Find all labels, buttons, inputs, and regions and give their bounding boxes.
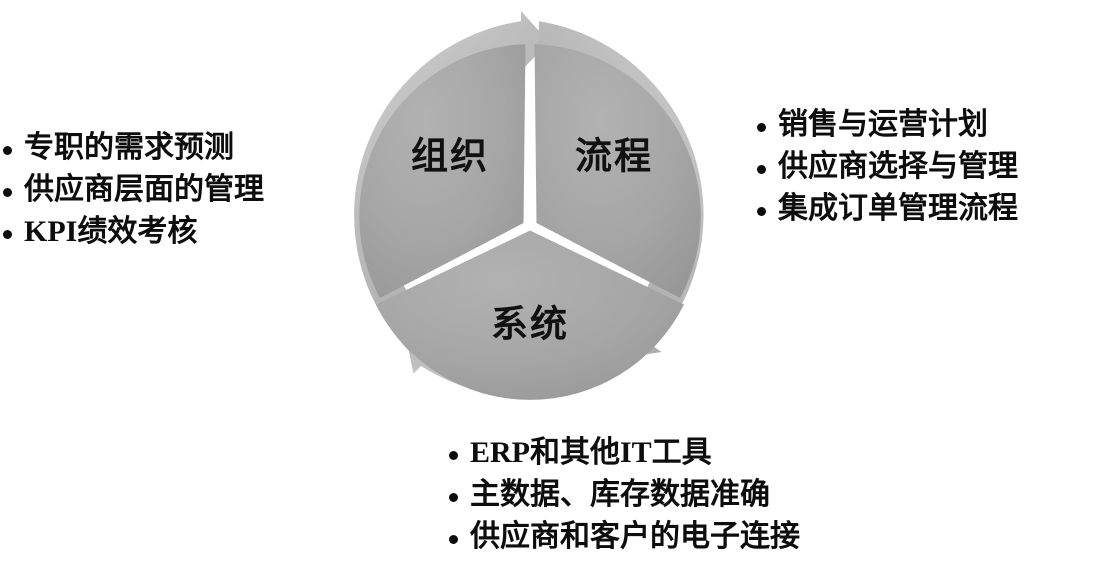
segment-system-shape [376, 230, 684, 400]
segment-process-shape [534, 44, 701, 299]
segment-process-label: 流程 [575, 135, 653, 177]
cycle-arrow-top [354, 11, 549, 358]
list-item: 供应商和客户的电子连接 [448, 516, 800, 558]
arrow-top-body [354, 11, 549, 358]
segment-system: 系统 [376, 230, 684, 400]
segment-organization: 组织 [359, 44, 526, 299]
bullet-list-system: ERP和其他IT工具 主数据、库存数据准确 供应商和客户的电子连接 [448, 432, 800, 558]
list-item: 主数据、库存数据准确 [448, 474, 800, 516]
segment-organization-shape [359, 44, 526, 299]
segment-system-label: 系统 [491, 303, 569, 345]
cycle-svg: 组织 流程 系统 [354, 11, 704, 400]
list-item: ERP和其他IT工具 [448, 432, 800, 474]
list-item: 销售与运营计划 [756, 104, 1018, 146]
bullet-list-organization: 专职的需求预测 供应商层面的管理 KPI绩效考核 [2, 127, 264, 253]
list-item: 供应商层面的管理 [2, 169, 264, 211]
list-item: 供应商选择与管理 [756, 146, 1018, 188]
list-item: 集成订单管理流程 [756, 188, 1018, 230]
three-part-cycle-diagram: 组织 流程 系统 [318, 8, 742, 428]
segment-process: 流程 [534, 44, 701, 299]
list-item: 专职的需求预测 [2, 127, 264, 169]
segment-organization-label: 组织 [411, 135, 489, 177]
bullet-list-process: 销售与运营计划 供应商选择与管理 集成订单管理流程 [756, 104, 1018, 230]
list-item: KPI绩效考核 [2, 211, 264, 253]
